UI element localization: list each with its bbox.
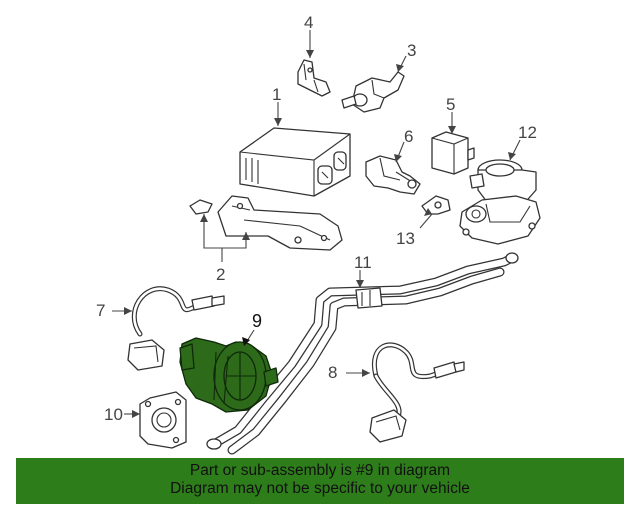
part-6-connector[interactable]: [365, 155, 421, 195]
part-9-air-pump[interactable]: [179, 337, 279, 413]
arrowhead-4: [306, 50, 314, 58]
info-banner: Part or sub-assembly is #9 in diagram Di…: [16, 458, 624, 504]
arrowhead-3: [396, 64, 404, 72]
part-2-bracket[interactable]: [189, 195, 343, 251]
callout-2[interactable]: 2: [216, 265, 225, 284]
callout-13[interactable]: 13: [396, 229, 415, 248]
callout-5[interactable]: 5: [446, 95, 455, 114]
part-5-sensor[interactable]: [431, 131, 475, 175]
arrowhead-1: [274, 118, 282, 126]
leader-13: [419, 213, 433, 229]
arrowhead-11: [356, 280, 364, 288]
callout-11[interactable]: 11: [354, 253, 372, 272]
arrowhead-8: [362, 369, 370, 377]
callout-9[interactable]: 9: [252, 311, 262, 331]
part-8-sensor-harness[interactable]: [369, 342, 465, 443]
arrowhead-6: [394, 154, 402, 162]
arrowhead-9: [242, 337, 250, 346]
arrowhead-12: [508, 152, 516, 160]
callout-6[interactable]: 6: [404, 127, 413, 146]
arrowhead-2a: [200, 214, 208, 222]
part-3-purge-valve[interactable]: [341, 71, 405, 113]
arrowhead-10: [132, 410, 140, 418]
part-7-sensor-harness[interactable]: [127, 286, 225, 371]
arrowhead-13: [424, 208, 432, 216]
arrowhead-2b: [242, 232, 250, 240]
callout-1[interactable]: 1: [272, 85, 281, 104]
callout-8[interactable]: 8: [328, 363, 337, 382]
banner-line-1: Part or sub-assembly is #9 in diagram: [189, 462, 451, 479]
callout-3[interactable]: 3: [407, 41, 416, 60]
banner-line-2: Diagram may not be specific to your vehi…: [170, 480, 470, 497]
part-12-valve[interactable]: [459, 159, 541, 245]
arrowhead-5: [448, 126, 456, 134]
part-11-pipe[interactable]: [206, 252, 519, 455]
part-10-bracket[interactable]: [139, 391, 187, 449]
callout-4[interactable]: 4: [304, 13, 313, 32]
part-4-bracket[interactable]: [297, 59, 331, 97]
arrowhead-7: [124, 307, 132, 315]
callout-10[interactable]: 10: [104, 405, 123, 424]
part-1-canister[interactable]: [239, 127, 351, 197]
part-13-bracket[interactable]: [421, 195, 451, 215]
callout-7[interactable]: 7: [96, 301, 105, 320]
callout-12[interactable]: 12: [518, 123, 537, 142]
